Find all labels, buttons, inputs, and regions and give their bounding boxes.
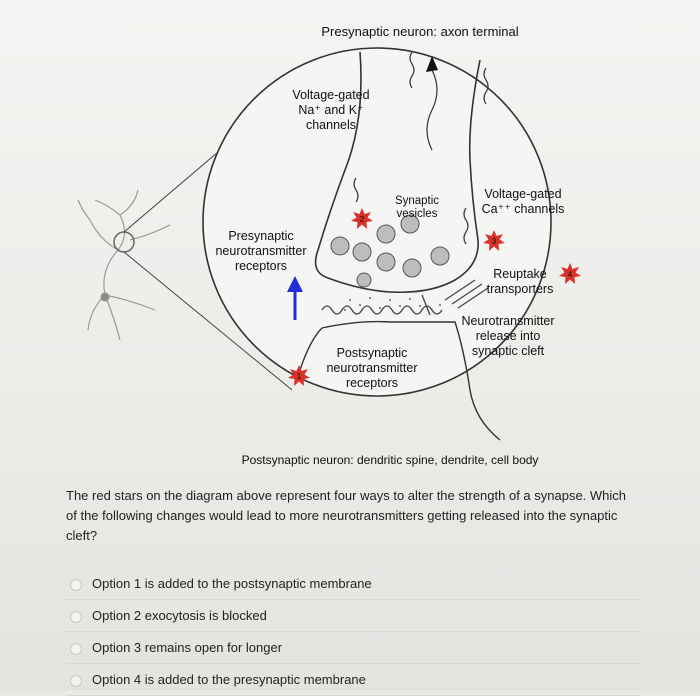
label-line: release into (448, 329, 568, 344)
diagram-title: Presynaptic neuron: axon terminal (300, 24, 540, 39)
label-line: Neurotransmitter (448, 314, 568, 329)
label-reuptake-transporters: Reuptake transporters (480, 267, 560, 297)
radio-button[interactable] (70, 643, 82, 655)
svg-text:1: 1 (297, 372, 302, 381)
option-label: Option 1 is added to the postsynaptic me… (92, 568, 372, 599)
label-postsynaptic-receptors: Postsynaptic neurotransmitter receptors (312, 346, 432, 391)
label-line: Voltage-gated (468, 187, 578, 202)
label-voltage-na-k: Voltage-gated Na⁺ and K⁺ channels (276, 88, 386, 133)
option-1[interactable]: Option 1 is added to the postsynaptic me… (66, 568, 640, 600)
option-2[interactable]: Option 2 exocytosis is blocked (66, 600, 640, 632)
label-line: neurotransmitter (312, 361, 432, 376)
label-neurotransmitter-release: Neurotransmitter release into synaptic c… (448, 314, 568, 359)
option-label: Option 2 exocytosis is blocked (92, 600, 267, 631)
label-synaptic-vesicles: Synaptic vesicles (382, 195, 452, 221)
label-line: transporters (480, 282, 560, 297)
synapse-diagram: 1 2 3 4 Presynaptic neuron: axon termina… (60, 10, 620, 450)
label-line: Na⁺ and K⁺ (276, 103, 386, 118)
question-text: The red stars on the diagram above repre… (66, 486, 636, 546)
answer-options: Option 1 is added to the postsynaptic me… (66, 568, 640, 696)
svg-text:4: 4 (568, 270, 573, 279)
bottom-caption: Postsynaptic neuron: dendritic spine, de… (210, 453, 570, 468)
label-line: Voltage-gated (276, 88, 386, 103)
red-star-2-icon: 2 (350, 207, 374, 231)
label-line: neurotransmitter (202, 244, 320, 259)
neuron-sketch (78, 190, 170, 340)
label-line: Ca⁺⁺ channels (468, 202, 578, 217)
label-line: receptors (202, 259, 320, 274)
radio-button[interactable] (70, 579, 82, 591)
label-voltage-ca: Voltage-gated Ca⁺⁺ channels (468, 187, 578, 217)
red-star-4-icon: 4 (558, 262, 582, 286)
label-line: Synaptic (382, 195, 452, 208)
label-line: vesicles (382, 208, 452, 221)
label-line: Presynaptic (202, 229, 320, 244)
radio-button[interactable] (70, 675, 82, 687)
radio-button[interactable] (70, 611, 82, 623)
label-line: receptors (312, 376, 432, 391)
red-star-3-icon: 3 (482, 229, 506, 253)
label-line: synaptic cleft (448, 344, 568, 359)
label-line: channels (276, 118, 386, 133)
option-label: Option 4 is added to the presynaptic mem… (92, 664, 366, 695)
label-line: Reuptake (480, 267, 560, 282)
option-4[interactable]: Option 4 is added to the presynaptic mem… (66, 664, 640, 696)
option-3[interactable]: Option 3 remains open for longer (66, 632, 640, 664)
label-line: Postsynaptic (312, 346, 432, 361)
label-presynaptic-receptors: Presynaptic neurotransmitter receptors (202, 229, 320, 274)
red-star-1-icon: 1 (287, 364, 311, 388)
svg-text:3: 3 (492, 237, 497, 246)
option-label: Option 3 remains open for longer (92, 632, 282, 663)
svg-text:2: 2 (360, 215, 365, 224)
